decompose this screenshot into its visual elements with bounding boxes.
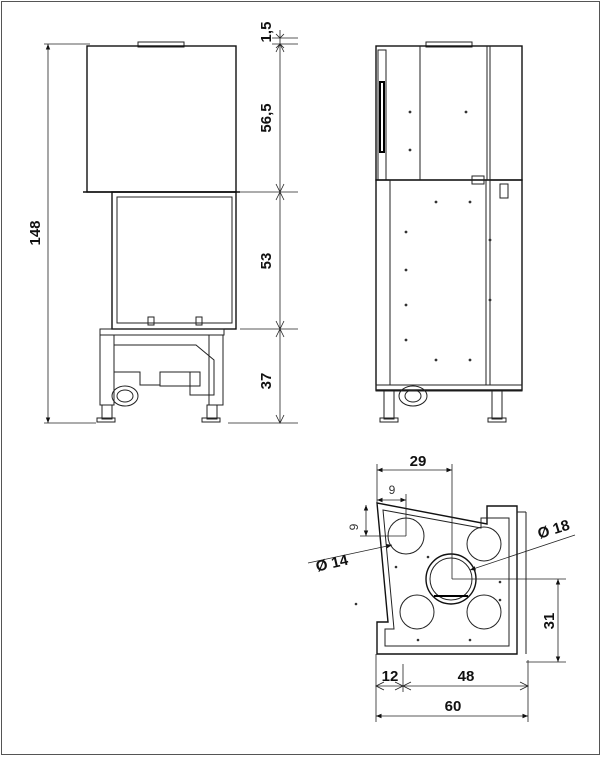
air-intake-inner	[116, 389, 134, 403]
side-foot-right	[491, 390, 503, 420]
side-rivets	[404, 110, 492, 362]
foot-right	[206, 404, 218, 420]
base-box	[159, 371, 201, 387]
dim-37-label: 37	[258, 373, 275, 390]
pipe-bottom-left	[399, 594, 435, 630]
side-view	[375, 41, 523, 423]
side-air-intake-inner	[404, 389, 422, 403]
foot-left-base	[96, 417, 116, 423]
dim-56-5-label: 56,5	[258, 103, 275, 132]
dim-12-label: 12	[382, 668, 399, 685]
door-latch-right	[195, 316, 203, 326]
side-foot-left	[383, 390, 395, 420]
dim-9h-label: 9	[389, 483, 396, 497]
side-base-plate	[375, 384, 523, 392]
air-intake-spiral	[111, 385, 139, 407]
base-mechanism	[113, 344, 215, 396]
side-flue-cap	[425, 41, 473, 48]
dim-48-label: 48	[458, 668, 475, 685]
foot-right-base	[201, 417, 221, 423]
dim-1-5-label: 1,5	[258, 22, 275, 43]
dim-chain-arrows	[275, 43, 285, 424]
door-latch-left	[147, 316, 155, 326]
dim-9v-label: 9	[347, 523, 361, 530]
side-lower-body	[375, 179, 523, 391]
plan-outline	[376, 502, 518, 655]
side-upper-body	[375, 45, 523, 181]
foot-left	[101, 404, 113, 420]
front-view: 148 1,5 56,5 53 37	[27, 22, 298, 424]
d14-leader	[307, 543, 393, 564]
side-handle	[499, 183, 509, 199]
flue-cap	[137, 41, 185, 48]
side-foot-left-base	[379, 417, 399, 423]
d18-leader	[469, 534, 576, 571]
plan-inner-wall	[382, 509, 510, 647]
side-rail-detail	[379, 81, 385, 153]
dim-53-label: 53	[258, 253, 275, 270]
base-top-plate	[99, 328, 225, 336]
pipe-bottom-right	[466, 594, 502, 630]
dim-148-label: 148	[27, 220, 44, 245]
dim-31-label: 31	[541, 613, 558, 630]
pipe-top-right	[466, 526, 502, 562]
front-door-frame	[111, 191, 237, 330]
side-air-intake	[398, 385, 428, 407]
side-door-panel	[389, 179, 491, 386]
dim-d14-label: Ø 14	[314, 552, 350, 576]
front-door-glass	[116, 196, 233, 324]
dim-d18-label: Ø 18	[536, 517, 572, 543]
side-hinge	[471, 175, 485, 185]
dim-29-label: 29	[410, 453, 427, 470]
front-hood	[86, 45, 237, 193]
plan-rivets	[354, 555, 502, 642]
dim-60-label: 60	[445, 698, 462, 715]
plan-view: 29 9 9 Ø 14 Ø 18 31 12	[307, 453, 576, 722]
side-foot-right-base	[487, 417, 507, 423]
